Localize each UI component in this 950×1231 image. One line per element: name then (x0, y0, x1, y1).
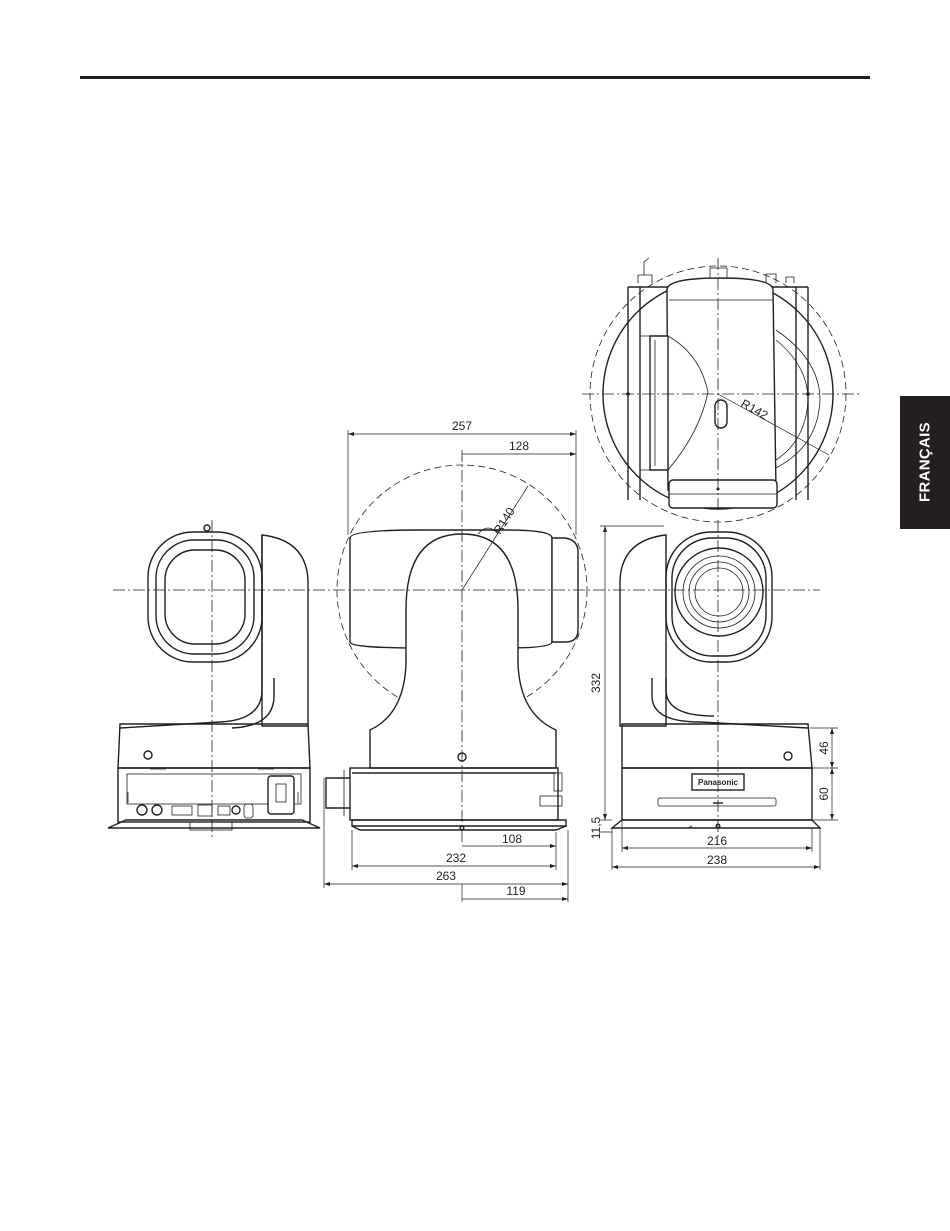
dimension-216-label: 216 (707, 834, 727, 848)
dimension-232-label: 232 (446, 851, 466, 865)
dimension-46-label: 46 (817, 741, 831, 755)
left-side-view (108, 520, 320, 838)
dimension-257-label: 257 (452, 419, 472, 433)
dimension-128-label: 128 (509, 439, 529, 453)
dimension-108-label: 108 (502, 832, 522, 846)
right-side-view: Panasonic (612, 520, 820, 840)
dimension-238-label: 238 (707, 853, 727, 867)
dimension-r140-label: R140 (491, 505, 518, 537)
top-view: R142 (582, 258, 860, 522)
dimension-332-label: 332 (589, 673, 603, 693)
front-view: R140 (326, 450, 587, 842)
dimension-11-5-label: 11,5 (589, 816, 603, 839)
dimension-263-label: 263 (436, 869, 456, 883)
dimension-60-label: 60 (817, 787, 831, 801)
dimension-119-label: 119 (506, 884, 525, 898)
